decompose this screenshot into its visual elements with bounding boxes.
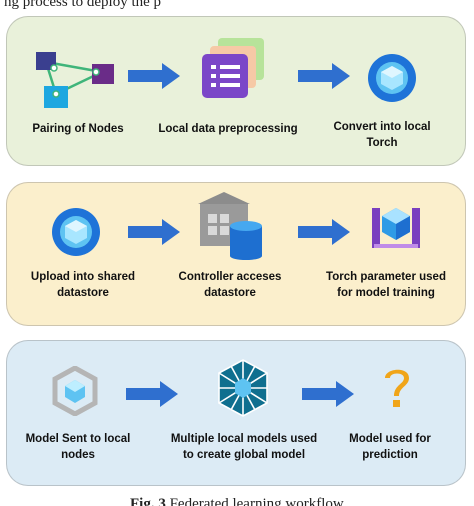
step-label: Multiple local models used to create glo…: [170, 433, 318, 461]
step-label: Torch parameter used for model training: [326, 271, 446, 299]
step-pairing-of-nodes: Pairing of Nodes: [8, 122, 148, 138]
step-convert-into-local-torch: Convert into local Torch: [322, 120, 442, 151]
step-multiple-local-models-global-model: Multiple local models used to create glo…: [166, 432, 322, 463]
flow-arrow-6: [302, 380, 356, 408]
step-label: Pairing of Nodes: [32, 123, 124, 135]
flow-arrow-4: [298, 218, 352, 246]
step-model-used-for-prediction: Model used for prediction: [334, 432, 446, 463]
step-controller-acceses-datastore: Controller acceses datastore: [170, 270, 290, 301]
flow-arrow-2: [298, 62, 352, 90]
flow-arrow-5: [126, 380, 180, 408]
step-model-sent-to-local-nodes: Model Sent to local nodes: [8, 432, 148, 463]
step-label: Convert into local Torch: [333, 121, 431, 149]
step-label: Upload into shared datastore: [30, 271, 136, 299]
step-local-data-preprocessing: Local data preprocessing: [158, 122, 298, 138]
step-label: Model used for prediction: [349, 433, 431, 461]
torch-cube-icon: [50, 206, 102, 258]
torch-cube-icon: [366, 52, 418, 104]
node-graph-icon: [34, 50, 120, 112]
question-mark-icon: [380, 364, 414, 412]
training-cube-icon: [368, 200, 424, 256]
step-label: Model Sent to local nodes: [25, 433, 131, 461]
step-upload-into-shared-datastore: Upload into shared datastore: [18, 270, 148, 301]
figure-label: Fig. 3: [130, 496, 166, 506]
step-label: Local data preprocessing: [158, 123, 298, 135]
warehouse-database-icon: [194, 190, 266, 260]
step-label: Controller acceses datastore: [178, 271, 282, 299]
figure-caption: Fig. 3 Federated learning workflow: [130, 496, 470, 506]
flow-arrow-1: [128, 62, 182, 90]
cropped-caption-text: ng process to deploy the p: [4, 0, 162, 10]
step-torch-parameter-used-for-model-training: Torch parameter used for model training: [322, 270, 450, 301]
flow-arrow-3: [128, 218, 182, 246]
hexagon-cube-icon: [52, 366, 98, 416]
mesh-hexagon-icon: [216, 358, 270, 418]
data-list-icon: [198, 38, 268, 104]
figure-caption-text: Federated learning workflow: [169, 496, 344, 506]
